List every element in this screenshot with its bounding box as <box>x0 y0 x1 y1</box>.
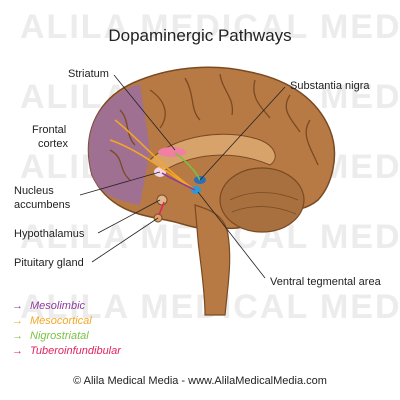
nigrostriatal-pathway <box>174 152 201 181</box>
arrow-icon: → <box>12 300 23 312</box>
legend-label: Mesolimbic <box>30 300 86 312</box>
legend-label: Mesocortical <box>30 315 92 327</box>
watermark-text: ALILA MEDICAL MEDIA <box>20 8 400 46</box>
mesolimbic-pathway <box>161 172 196 191</box>
mesocortical-pathway <box>114 119 196 191</box>
label-substantia-nigra: Substantia nigra <box>290 80 370 92</box>
label-frontal-cortex-line1: Frontal <box>32 124 67 136</box>
arrow-icon: → <box>12 330 23 342</box>
hypothalamus-region <box>156 194 168 206</box>
gyri <box>109 73 319 181</box>
label-striatum: Striatum <box>68 68 109 80</box>
frontal-cortex-region <box>88 84 150 205</box>
label-nucleus-accumbens-line1: Nucleus <box>14 185 54 197</box>
pathways <box>109 119 201 216</box>
corpus-callosum <box>149 133 276 171</box>
vta-region <box>191 186 201 194</box>
label-ventral-tegmental-area: Ventral tegmental area <box>270 276 381 288</box>
arrow-icon: → <box>12 345 23 357</box>
legend-item-mesocortical: → Mesocortical <box>12 315 92 328</box>
legend-item-mesolimbic: → Mesolimbic <box>12 300 85 313</box>
label-pituitary-gland: Pituitary gland <box>14 257 84 269</box>
legend-item-tuberoinfundibular: → Tuberoinfundibular <box>12 345 121 358</box>
cerebellum <box>219 167 305 233</box>
legend-label: Tuberoinfundibular <box>30 345 121 357</box>
legend-label: Nigrostriatal <box>30 330 89 342</box>
label-frontal-cortex-line2: cortex <box>38 138 68 150</box>
striatum-region <box>158 147 186 157</box>
legend-item-nigrostriatal: → Nigrostriatal <box>12 330 89 343</box>
label-hypothalamus: Hypothalamus <box>14 228 85 240</box>
label-nucleus-accumbens-line2: accumbens <box>14 199 71 211</box>
copyright-footer: © Alila Medical Media - www.AlilaMedical… <box>73 375 327 387</box>
arrow-icon: → <box>12 315 23 327</box>
diagram-title: Dopaminergic Pathways <box>108 26 292 45</box>
tuberoinfundibular-pathway <box>158 201 165 216</box>
brainstem <box>194 204 231 316</box>
leader-lines <box>79 74 286 279</box>
